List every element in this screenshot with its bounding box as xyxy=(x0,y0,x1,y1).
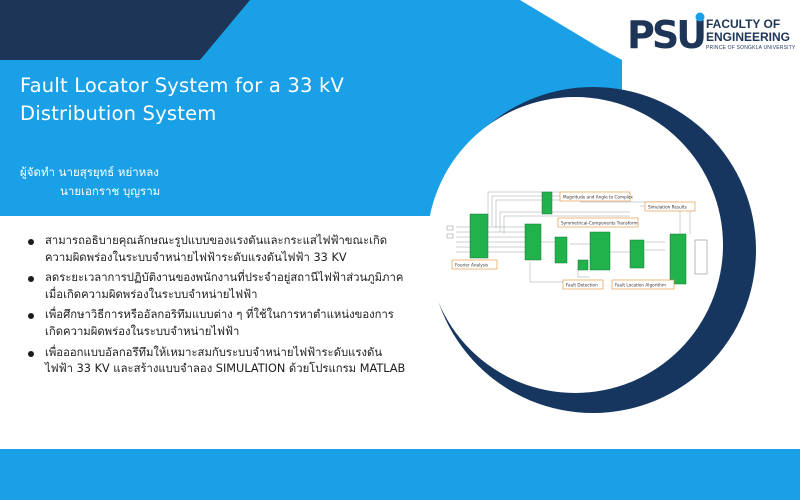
list-item: เพื่อศึกษาวิธีการหรืออัลกอริทึมแบบต่าง ๆ… xyxy=(28,307,406,340)
magnitude-label-box xyxy=(559,191,631,202)
list-item: เพื่อออกแบบอัลกอรึทึมให้เหมาะสมกับระบบจำ… xyxy=(28,345,406,378)
symmetrical-label: Symmetrical-Components Transform xyxy=(561,221,638,226)
fault-detection-label: Fault Detection xyxy=(566,283,598,288)
objective-list: สามารถอธิบายคุณลักษณะรูปแบบของแรงดันและก… xyxy=(28,233,406,382)
faculty-line-2: ENGINEERING xyxy=(706,30,791,44)
fourier-label: Fourier Analysis xyxy=(455,263,488,268)
author-2: นายเอกราช บุญราม xyxy=(60,184,161,198)
list-item: ลดระยะเวลาการปฏิบัติงานของพนักงานที่ประจ… xyxy=(28,270,406,303)
simulation-label: Simulation Results xyxy=(648,205,687,210)
author-1: นายสุรยุทธ์ หย่าหลง xyxy=(58,165,159,179)
title-line-2: Distribution System xyxy=(20,102,217,125)
fault-location-label: Fault Location Algorithm xyxy=(615,283,666,288)
svg-text:PSU: PSU xyxy=(627,13,704,55)
simulink-diagram: Magnitude and Angle to Complex Symmetric… xyxy=(446,191,708,290)
magnitude-block xyxy=(524,223,542,261)
fourier-label-box xyxy=(451,259,498,270)
symmetrical-label-box xyxy=(557,217,639,228)
symmetrical-block xyxy=(554,236,568,264)
fault-location-label-box xyxy=(611,279,675,290)
faculty-line-3: PRINCE OF SONGKLA UNIVERSITY xyxy=(706,45,796,51)
white-inner-circle xyxy=(427,97,723,393)
fault-location-block xyxy=(629,239,645,269)
bottom-blue-band xyxy=(0,449,800,500)
authors-label: ผู้จัดทำ xyxy=(20,165,55,179)
faculty-line-1: FACULTY OF xyxy=(706,17,781,31)
results-block xyxy=(669,233,687,285)
input-port xyxy=(446,233,454,239)
small-block xyxy=(577,259,589,271)
input-port xyxy=(446,225,454,231)
fault-detection-block xyxy=(589,231,611,271)
slide-title: Fault Locator System for a 33 kV Distrib… xyxy=(20,72,400,128)
fault-detection-label-box xyxy=(562,279,604,290)
magnitude-label: Magnitude and Angle to Complex xyxy=(563,195,633,200)
title-line-1: Fault Locator System for a 33 kV xyxy=(20,74,345,97)
fourier-block xyxy=(469,213,489,259)
authors-block: ผู้จัดทำ นายสุรยุทธ์ หย่าหลง นายเอกราช บ… xyxy=(20,163,160,201)
faculty-label: FACULTY OF ENGINEERING PRINCE OF SONGKLA… xyxy=(706,18,796,52)
simulation-label-box xyxy=(644,201,696,212)
logo-dot xyxy=(695,12,705,22)
list-item: สามารถอธิบายคุณลักษณะรูปแบบของแรงดันและก… xyxy=(28,233,406,266)
small-block xyxy=(541,191,553,215)
scope-block xyxy=(694,239,708,275)
top-dark-band xyxy=(0,0,258,60)
psu-logo: PSU xyxy=(627,12,705,55)
